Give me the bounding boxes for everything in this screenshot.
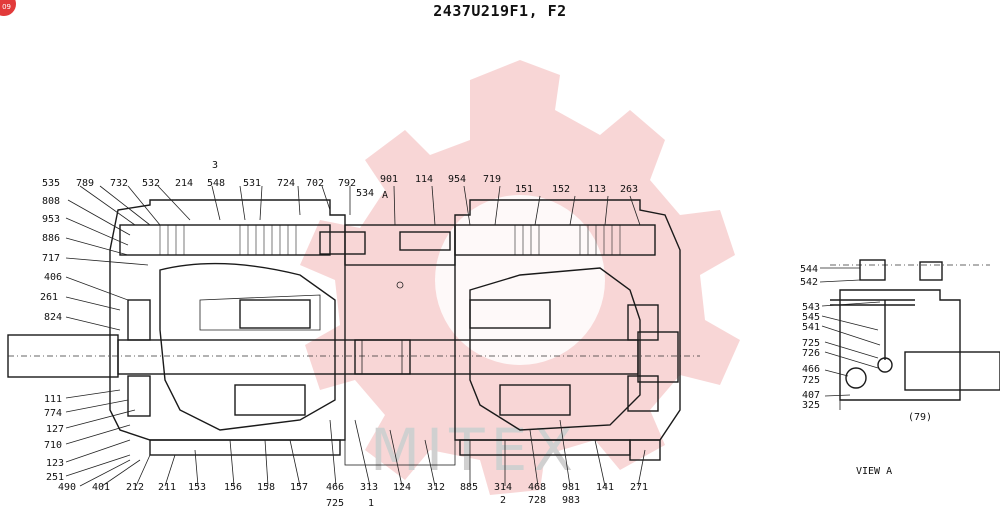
view-part-label-407: 407 — [802, 390, 820, 401]
part-label-535: 535 — [42, 178, 60, 189]
part-label-314: 314 — [494, 482, 512, 493]
part-label-548: 548 — [207, 178, 225, 189]
part-label-824: 824 — [44, 312, 62, 323]
part-label-725: 725 — [326, 498, 344, 509]
part-label-152: 152 — [552, 184, 570, 195]
view-part-label-545: 545 — [802, 312, 820, 323]
part-label-158: 158 — [257, 482, 275, 493]
part-label-981: 981 — [562, 482, 580, 493]
part-label-490: 490 — [58, 482, 76, 493]
part-label-151: 151 — [515, 184, 533, 195]
view-label-a: A — [382, 190, 388, 201]
view-note: (79) — [908, 412, 932, 423]
part-label-532: 532 — [142, 178, 160, 189]
part-label-263: 263 — [620, 184, 638, 195]
part-label-157: 157 — [290, 482, 308, 493]
part-label-211: 211 — [158, 482, 176, 493]
part-label-792: 792 — [338, 178, 356, 189]
part-label-886: 886 — [42, 233, 60, 244]
part-label-983: 983 — [562, 495, 580, 506]
part-label-114: 114 — [415, 174, 433, 185]
view-part-label-725: 725 — [802, 338, 820, 349]
view-part-label-544: 544 — [800, 264, 818, 275]
part-label-214: 214 — [175, 178, 193, 189]
part-label-466: 466 — [326, 482, 344, 493]
main-shaft — [7, 331, 700, 383]
part-label-141: 141 — [596, 482, 614, 493]
drawing-title: 2437U219F1, F2 — [433, 2, 567, 20]
watermark-gear-icon — [300, 60, 740, 495]
part-label-717: 717 — [42, 253, 60, 264]
watermark-text: MITEX — [370, 416, 579, 484]
part-label-468: 468 — [528, 482, 546, 493]
part-label-774: 774 — [44, 408, 62, 419]
part-label-710: 710 — [44, 440, 62, 451]
part-label-251: 251 — [46, 472, 64, 483]
part-label-732: 732 — [110, 178, 128, 189]
part-label-953: 953 — [42, 214, 60, 225]
front-pump-housing — [109, 199, 346, 456]
part-label-954: 954 — [448, 174, 466, 185]
view-part-label-541: 541 — [802, 322, 820, 333]
section-label-3: 3 — [212, 160, 218, 171]
part-label-127: 127 — [46, 424, 64, 435]
leader-lines — [65, 185, 881, 487]
part-label-113: 113 — [588, 184, 606, 195]
page-badge: 09 — [0, 0, 16, 16]
part-label-901: 901 — [380, 174, 398, 185]
part-label-156: 156 — [224, 482, 242, 493]
part-label-313: 313 — [360, 482, 378, 493]
part-label-2: 2 — [500, 495, 506, 506]
part-label-719: 719 — [483, 174, 501, 185]
part-label-124: 124 — [393, 482, 411, 493]
part-label-271: 271 — [630, 482, 648, 493]
view-part-label-542: 542 — [800, 277, 818, 288]
part-label-724: 724 — [277, 178, 295, 189]
part-label-885: 885 — [460, 482, 478, 493]
part-label-212: 212 — [126, 482, 144, 493]
part-label-153: 153 — [188, 482, 206, 493]
part-label-534: 534 — [356, 188, 374, 199]
view-part-label-726: 726 — [802, 348, 820, 359]
view-part-label-543: 543 — [802, 302, 820, 313]
part-label-728: 728 — [528, 495, 546, 506]
part-label-789: 789 — [76, 178, 94, 189]
part-label-406: 406 — [44, 272, 62, 283]
view-part-label-466: 466 — [802, 364, 820, 375]
part-label-111: 111 — [44, 394, 62, 405]
part-label-808: 808 — [42, 196, 60, 207]
page-badge-text: 09 — [2, 3, 11, 11]
part-label-1: 1 — [368, 498, 374, 509]
rear-pump-housing — [454, 199, 681, 461]
view-part-label-725: 725 — [802, 375, 820, 386]
part-label-702: 702 — [306, 178, 324, 189]
part-label-401: 401 — [92, 482, 110, 493]
part-label-531: 531 — [243, 178, 261, 189]
part-label-261: 261 — [40, 292, 58, 303]
view-part-label-325: 325 — [802, 400, 820, 411]
part-label-312: 312 — [427, 482, 445, 493]
view-a-detail — [830, 259, 1000, 410]
view-a-title: VIEW A — [856, 466, 892, 477]
part-label-123: 123 — [46, 458, 64, 469]
